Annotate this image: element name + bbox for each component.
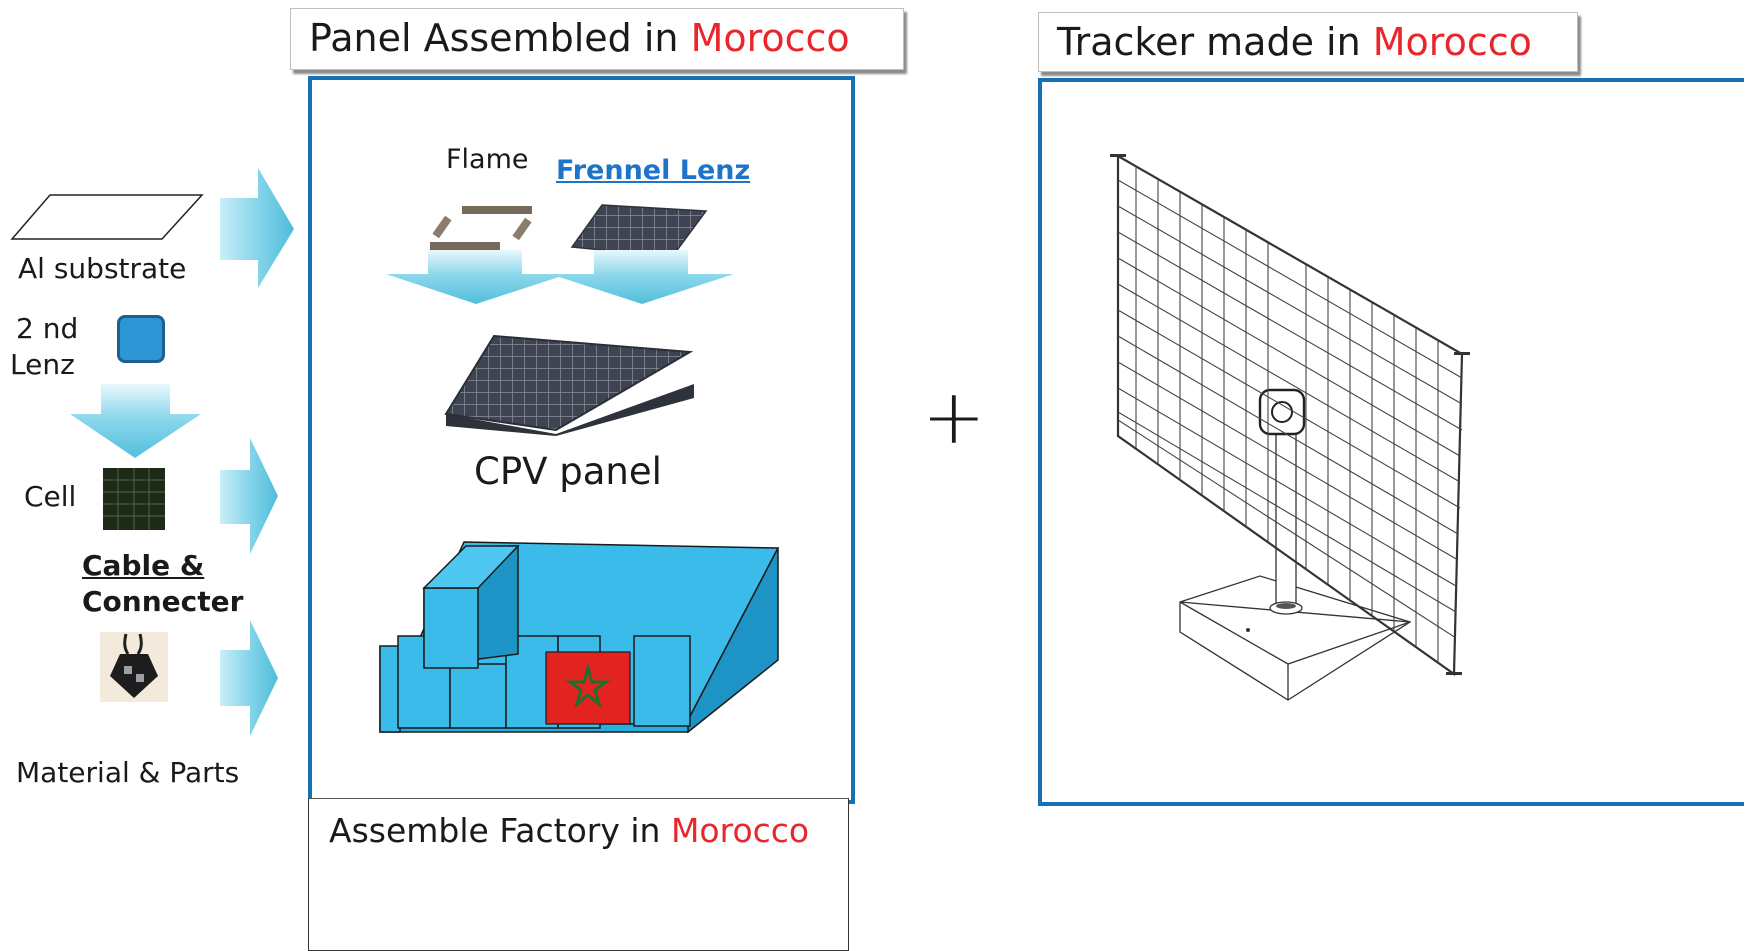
factory-caption: Assemble Factory in Morocco (308, 798, 849, 951)
second-lenz-label-1: 2 nd (16, 312, 79, 345)
flame-parts-icon (430, 206, 532, 250)
down-arrow-fresnel (550, 250, 734, 304)
materials-footer: Material & Parts (16, 756, 240, 789)
tracker-illustration (1110, 154, 1470, 701)
flame-label: Flame (446, 144, 529, 175)
down-arrow-left (70, 384, 201, 458)
cpv-panel-label: CPV panel (474, 450, 662, 493)
right-arrow-2 (220, 438, 278, 554)
connector-icon (100, 632, 168, 702)
panel-header-text: Panel Assembled in (309, 16, 691, 60)
fresnel-label: Frennel Lenz (556, 155, 751, 186)
cpv-panel-icon (444, 334, 694, 436)
right-arrow-3 (220, 620, 278, 736)
cable-label-2: Connecter (82, 585, 244, 618)
right-arrow-1 (220, 168, 294, 288)
panel-header: Panel Assembled in Morocco (290, 8, 904, 70)
factory-caption-place: Morocco (670, 811, 810, 850)
tracker-header-text: Tracker made in (1057, 20, 1373, 64)
cell-icon (103, 468, 165, 530)
tracker-header: Tracker made in Morocco (1038, 12, 1578, 72)
plus-sign: + (922, 372, 986, 461)
cable-label-1: Cable & (82, 549, 205, 582)
al-substrate-icon (10, 194, 204, 240)
factory-icon (378, 541, 780, 734)
down-arrow-flame (386, 250, 568, 304)
cell-label: Cell (24, 480, 77, 513)
second-lenz-icon (117, 315, 165, 363)
panel-header-place: Morocco (690, 16, 850, 60)
second-lenz-label-2: Lenz (10, 348, 75, 381)
al-substrate-label: Al substrate (18, 252, 187, 285)
factory-caption-text: Assemble Factory in (329, 811, 671, 850)
tracker-header-place: Morocco (1372, 20, 1532, 64)
